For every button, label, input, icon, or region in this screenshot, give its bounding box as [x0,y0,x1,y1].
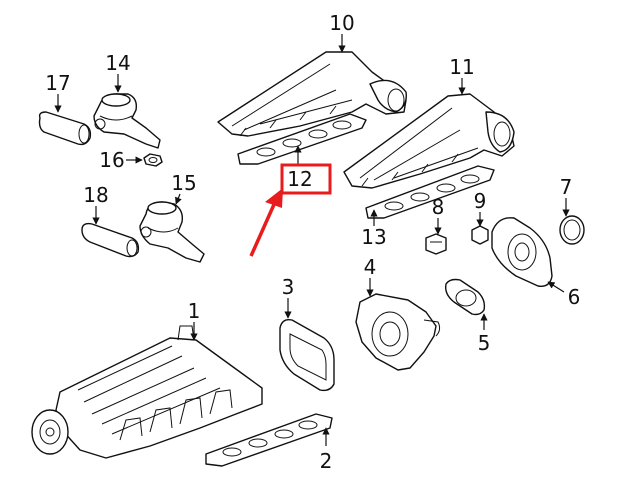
callout-6: 6 [568,285,581,309]
part-13-gasket-right[interactable] [365,165,495,219]
leader-lines [54,34,570,446]
part-15-valve[interactable] [139,201,205,263]
part-17-hose[interactable] [38,111,92,146]
part-14-valve[interactable] [93,93,161,149]
callout-13: 13 [361,225,386,249]
part-2-gasket-lower[interactable] [205,413,333,467]
highlight-arrow-shaft [249,199,278,257]
highlight-box [280,163,332,195]
callout-17: 17 [45,71,70,95]
callout-10: 10 [329,11,354,35]
part-4-throttle-housing[interactable] [355,293,441,371]
callout-14: 14 [105,51,130,75]
callout-5: 5 [478,331,491,355]
part-6-throttle-body[interactable] [491,217,553,287]
part-7-o-ring[interactable] [559,215,585,245]
callout-8: 8 [432,195,445,219]
part-11-intake-cover-right[interactable] [343,93,515,189]
callout-18: 18 [83,183,108,207]
callout-15: 15 [171,171,196,195]
callout-2: 2 [320,449,333,473]
part-8-bracket[interactable] [425,233,447,255]
part-1-supercharger[interactable] [31,325,263,459]
part-18-hose[interactable] [81,222,140,258]
callout-7: 7 [560,175,573,199]
part-10-intake-cover-left[interactable] [217,51,407,137]
highlight-part-12 [249,163,332,257]
part-5-gasket[interactable] [444,278,486,316]
callout-16: 16 [99,148,124,172]
part-3-gasket-plate[interactable] [279,318,335,392]
callout-12: 12 [287,167,312,191]
callout-11: 11 [449,55,474,79]
part-16-nut[interactable] [143,153,163,167]
callout-3: 3 [282,275,295,299]
callout-1: 1 [188,299,201,323]
part-12-gasket-left[interactable] [237,113,367,165]
highlight-arrow-head [265,188,283,208]
callout-4: 4 [364,255,377,279]
part-9-clip[interactable] [471,225,489,245]
callout-9: 9 [474,189,487,213]
callout-numbers: 10 11 12 13 17 14 16 18 15 1 2 3 4 5 6 7… [45,11,580,473]
